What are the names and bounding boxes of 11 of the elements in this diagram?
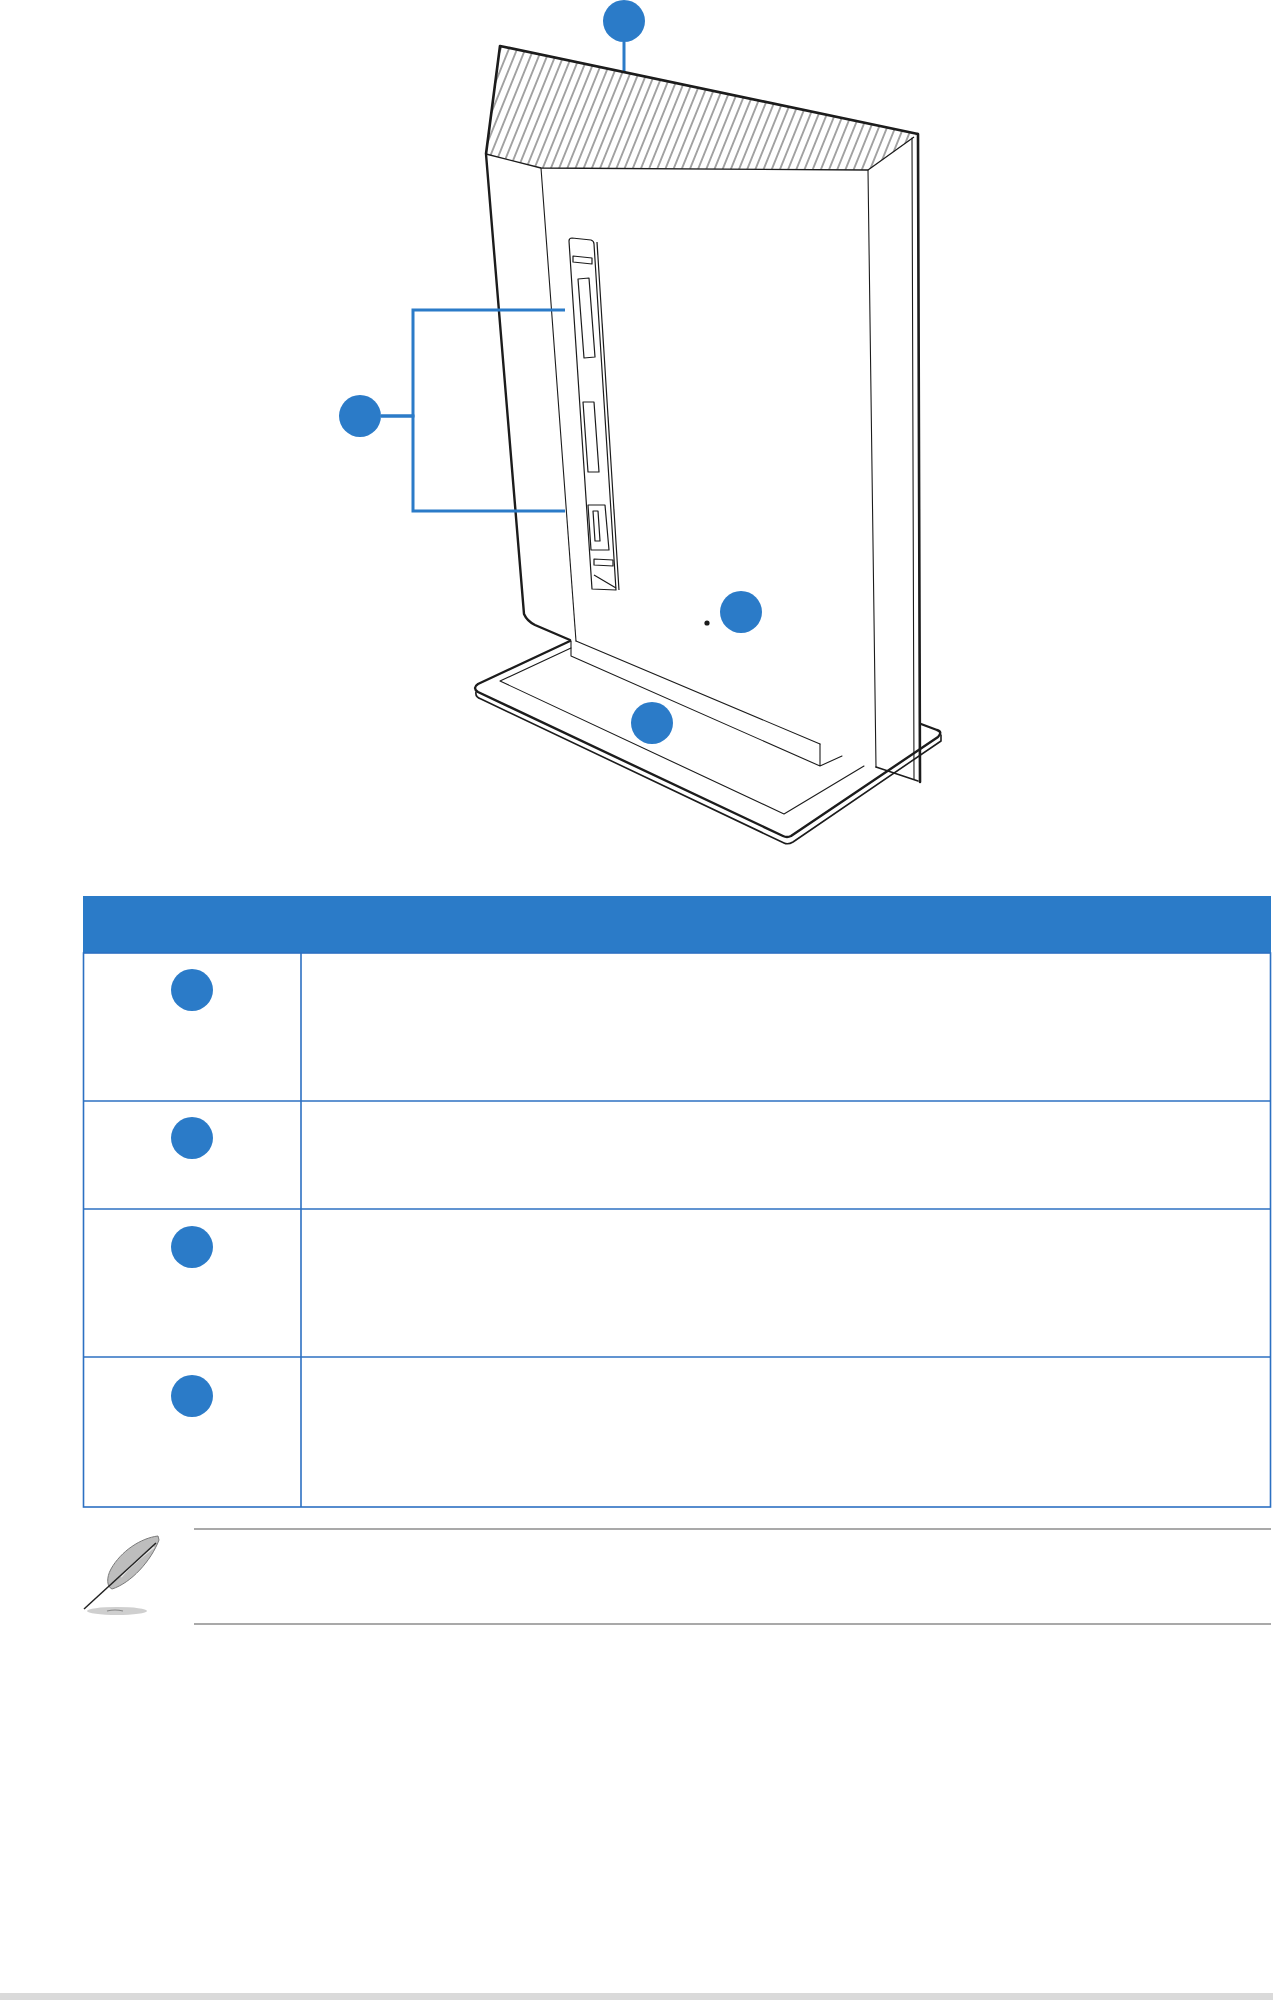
callout-marker (171, 1226, 213, 1268)
callout-marker (720, 591, 762, 633)
leader-line (622, 42, 626, 73)
side-ports (565, 235, 622, 593)
callout-marker (171, 1117, 213, 1159)
callout-marker (603, 0, 645, 42)
callout-marker (339, 395, 381, 437)
callout-marker (171, 969, 213, 1011)
callout-marker (171, 1375, 213, 1417)
leader-line (381, 414, 565, 513)
callout-marker (631, 702, 673, 744)
